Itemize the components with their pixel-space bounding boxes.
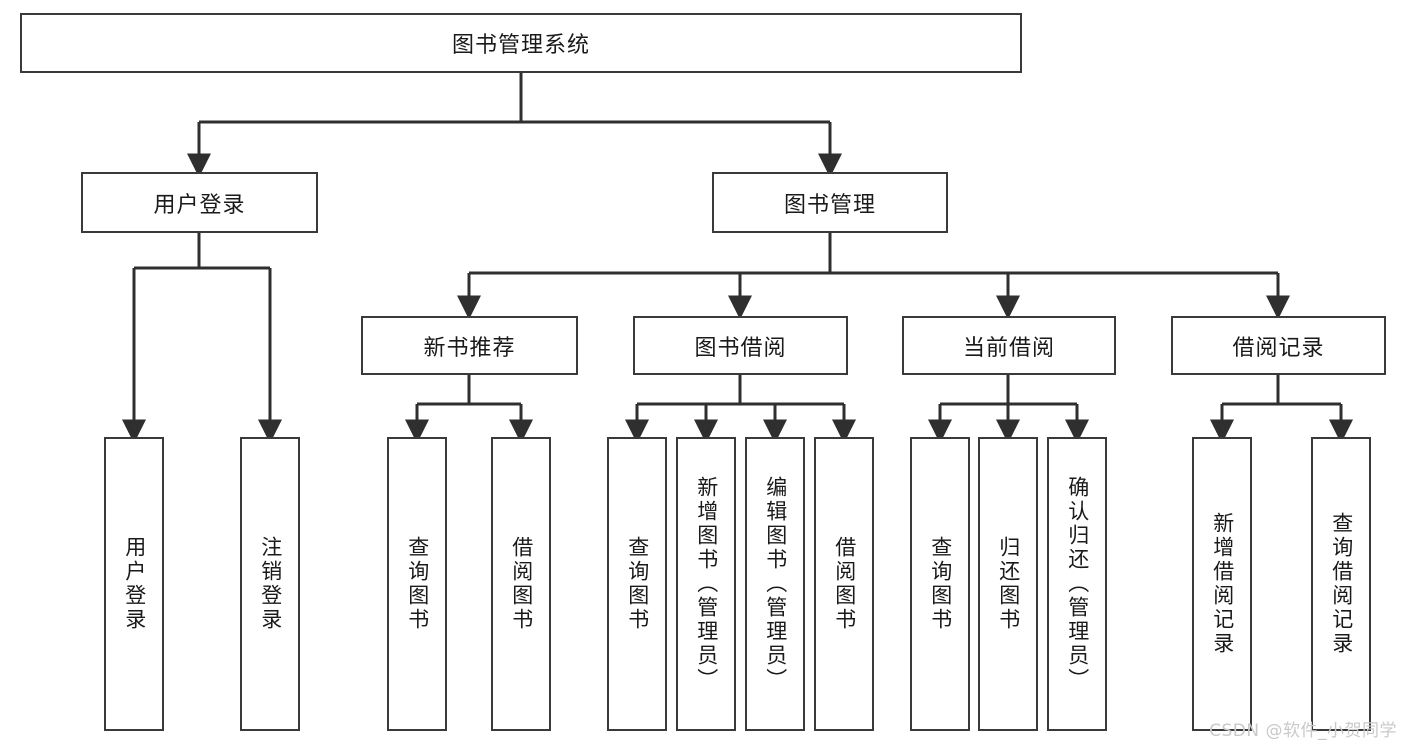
node-leaf-query-record[interactable]: 查询借阅记录 [1311,437,1371,731]
node-leaf-user-login[interactable]: 用户登录 [104,437,164,731]
node-leaf-confirm-return[interactable]: 确认归还（管理员） [1047,437,1107,731]
node-label: 查询图书 [625,536,650,632]
node-label: 新书推荐 [423,335,516,361]
node-leaf-borrow-book-2[interactable]: 借阅图书 [814,437,874,731]
node-label: 图书管理 [783,192,876,218]
node-leaf-return-book[interactable]: 归还图书 [978,437,1038,731]
node-book-manage[interactable]: 图书管理 [712,172,948,233]
node-leaf-add-book[interactable]: 新增图书（管理员） [676,437,736,731]
node-label: 借阅记录 [1232,335,1325,361]
node-leaf-query-book-2[interactable]: 查询图书 [607,437,667,731]
node-label: 图书管理系统 [451,33,590,58]
node-label: 当前借阅 [962,335,1055,361]
node-leaf-add-record[interactable]: 新增借阅记录 [1192,437,1252,731]
node-leaf-query-book-1[interactable]: 查询图书 [387,437,447,731]
node-label: 查询图书 [405,536,430,632]
node-borrow-record[interactable]: 借阅记录 [1171,316,1386,375]
node-label: 编辑图书（管理员） [763,476,788,692]
node-label: 图书借阅 [694,335,787,361]
node-label: 用户登录 [122,536,147,632]
node-label: 查询图书 [928,536,953,632]
node-leaf-query-book-3[interactable]: 查询图书 [910,437,970,731]
node-label: 归还图书 [996,536,1021,632]
node-label: 注销登录 [258,536,283,632]
node-label: 新增借阅记录 [1210,512,1235,656]
node-label: 查询借阅记录 [1329,512,1354,656]
node-label: 借阅图书 [509,536,534,632]
csdn-watermark: CSDN @软件_小贺同学 [1209,721,1397,741]
node-label: 借阅图书 [832,536,857,632]
node-current-borrow[interactable]: 当前借阅 [902,316,1116,375]
node-new-book-rec[interactable]: 新书推荐 [361,316,578,375]
node-leaf-edit-book[interactable]: 编辑图书（管理员） [745,437,805,731]
node-label: 确认归还（管理员） [1065,476,1090,692]
node-user-login[interactable]: 用户登录 [81,172,318,233]
node-root-system[interactable]: 图书管理系统 [20,13,1022,73]
node-leaf-logout[interactable]: 注销登录 [240,437,300,731]
node-label: 用户登录 [153,192,246,218]
node-leaf-borrow-book-1[interactable]: 借阅图书 [491,437,551,731]
node-label: 新增图书（管理员） [694,476,719,692]
node-book-borrow[interactable]: 图书借阅 [633,316,848,375]
